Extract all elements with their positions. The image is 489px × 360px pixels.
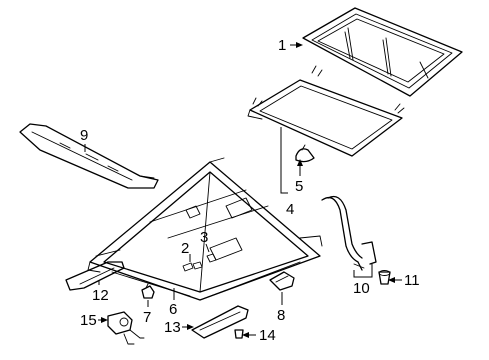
leader-lines [84, 42, 402, 338]
callout-13: 13 [164, 319, 181, 336]
part-13-bracket [191, 305, 249, 339]
callout-8: 8 [277, 307, 285, 324]
callout-7: 7 [143, 309, 151, 326]
part-8-bracket [269, 271, 295, 291]
callout-14: 14 [259, 327, 276, 344]
callout-12: 12 [92, 287, 109, 304]
part-2-bracket [182, 261, 203, 272]
part-15-motor [107, 311, 145, 345]
part-1-glass-panel [302, 7, 463, 97]
callout-6: 6 [169, 301, 177, 318]
part-12-bracket [65, 261, 125, 291]
callout-4: 4 [286, 201, 294, 218]
part-6-frame [87, 157, 323, 301]
part-5-clip [295, 144, 315, 163]
part-9-deflector [19, 123, 159, 189]
callout-5: 5 [295, 178, 303, 195]
part-10-drain-hoses [321, 195, 377, 271]
callout-9: 9 [80, 127, 88, 144]
part-11-grommet [378, 270, 391, 285]
part-14-clip [234, 329, 244, 339]
part-4-sunshade [247, 65, 405, 157]
part-7-fastener [141, 283, 155, 299]
callout-2: 2 [181, 240, 189, 257]
callout-3: 3 [200, 229, 208, 246]
callout-10: 10 [353, 280, 370, 297]
callout-11: 11 [404, 272, 420, 289]
callout-15: 15 [80, 312, 97, 329]
callout-1: 1 [278, 37, 286, 54]
part-3-bracket [206, 253, 217, 263]
